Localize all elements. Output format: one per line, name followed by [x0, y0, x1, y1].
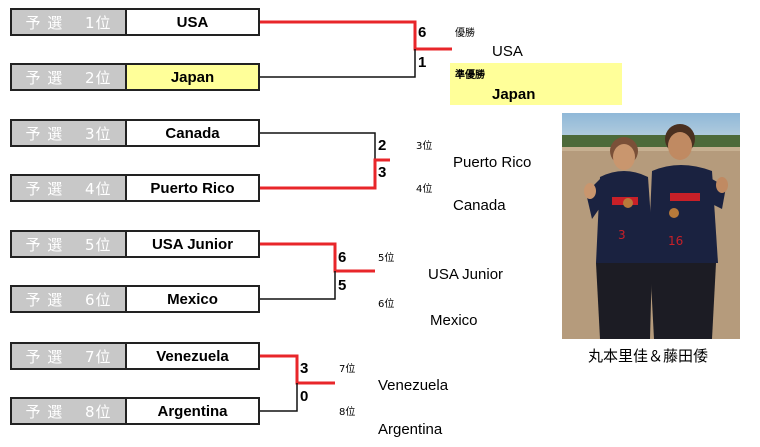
fourth-label: 4位: [416, 184, 433, 195]
match-4-score-top: 3: [300, 360, 309, 377]
match-3-lines: [260, 242, 375, 300]
team-name: Canada: [165, 124, 220, 142]
champion-name: USA: [492, 43, 523, 60]
seed-label: 予 選 6位: [12, 287, 127, 311]
seventh-name: Venezuela: [378, 377, 449, 394]
third-label: 3位: [416, 141, 433, 152]
team-name: Puerto Rico: [150, 179, 235, 197]
sixth-name: Mexico: [430, 312, 478, 329]
runner-up-label: 準優勝: [455, 70, 485, 81]
match-4-lines: [260, 354, 335, 412]
sixth-label: 6位: [378, 299, 395, 310]
match-1-score-bottom: 1: [418, 54, 427, 71]
seed-label: 予 選 2位: [12, 65, 127, 89]
match-1-lines: [260, 20, 452, 78]
runner-up-highlight: [450, 63, 622, 105]
seed-box-5: 予 選 5位 USA Junior: [10, 230, 260, 258]
team-name: USA Junior: [151, 235, 234, 253]
svg-text:16: 16: [668, 234, 683, 248]
fifth-name: USA Junior: [428, 266, 504, 283]
seed-box-8: 予 選 8位 Argentina: [10, 397, 260, 425]
seed-box-2: 予 選 2位 Japan: [10, 63, 260, 91]
team-name: Mexico: [167, 290, 218, 308]
match-3-score-bottom: 5: [338, 277, 347, 294]
seed-box-1: 予 選 1位 USA: [10, 8, 260, 36]
fifth-label: 5位: [378, 253, 395, 264]
seed-box-6: 予 選 6位 Mexico: [10, 285, 260, 313]
fourth-name: Canada: [453, 197, 506, 214]
seed-label: 予 選 4位: [12, 176, 127, 200]
team-name: USA: [176, 13, 209, 31]
players-photo: 3 16: [562, 113, 740, 339]
match-3-score-top: 6: [338, 249, 347, 266]
runner-up-name: Japan: [492, 86, 536, 103]
team-name: Argentina: [157, 402, 228, 420]
match-2-lines: [260, 132, 390, 190]
seventh-label: 7位: [339, 364, 356, 375]
team-name: Japan: [127, 65, 258, 89]
eighth-name: Argentina: [378, 421, 443, 438]
third-name: Puerto Rico: [453, 154, 532, 171]
seed-label: 予 選 8位: [12, 399, 127, 423]
team-name: Venezuela: [156, 347, 229, 365]
seed-box-4: 予 選 4位 Puerto Rico: [10, 174, 260, 202]
seed-box-7: 予 選 7位 Venezuela: [10, 342, 260, 370]
match-2-score-bottom: 3: [378, 164, 387, 181]
seed-label: 予 選 5位: [12, 232, 127, 256]
match-4-score-bottom: 0: [300, 388, 309, 405]
eighth-label: 8位: [339, 407, 356, 418]
seed-box-3: 予 選 3位 Canada: [10, 119, 260, 147]
match-1-score-top: 6: [418, 24, 427, 41]
seed-label: 予 選 7位: [12, 344, 127, 368]
champion-label: 優勝: [455, 28, 475, 39]
svg-text:3: 3: [618, 228, 626, 242]
seed-label: 予 選 3位: [12, 121, 127, 145]
photo-caption: 丸本里佳＆藤田倭: [587, 347, 708, 365]
match-2-score-top: 2: [378, 137, 387, 154]
seed-label: 予 選 1位: [12, 10, 127, 34]
